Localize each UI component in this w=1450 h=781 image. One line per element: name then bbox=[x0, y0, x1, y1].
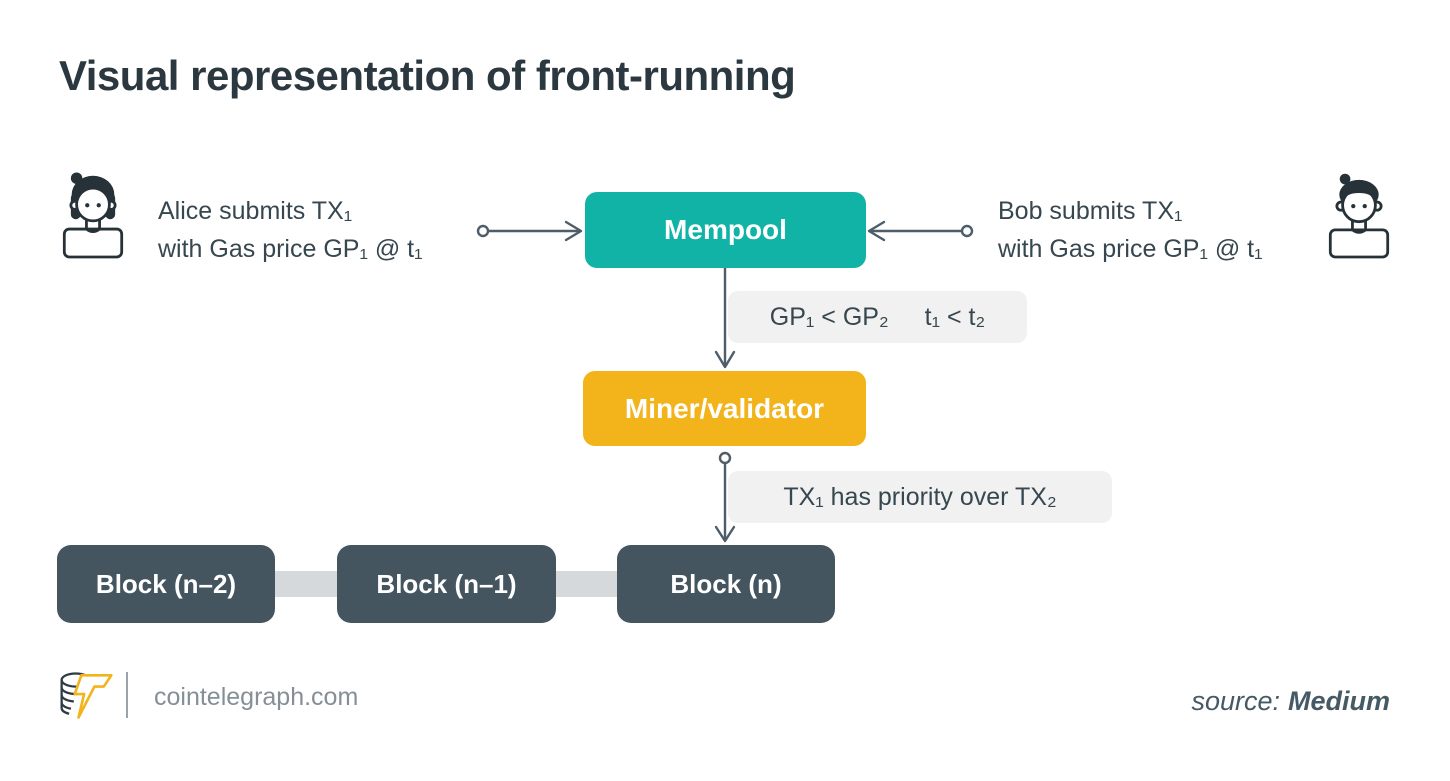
mempool-label: Mempool bbox=[664, 214, 787, 245]
block-n-minus-2: Block (n–2) bbox=[57, 545, 275, 623]
bob-caption: Bob submits TX₁ with Gas price GP₁ @ t₁ bbox=[998, 192, 1263, 268]
miner-validator-label: Miner/validator bbox=[624, 392, 825, 424]
block-n-minus-1: Block (n–1) bbox=[337, 545, 556, 623]
source-name: Medium bbox=[1287, 686, 1390, 716]
arrow-bob-to-mempool bbox=[867, 220, 974, 242]
bob-caption-line2: with Gas price GP₁ @ t₁ bbox=[998, 235, 1263, 263]
bob-caption-line1: Bob submits TX₁ bbox=[998, 197, 1183, 225]
block-n-label: Block (n) bbox=[670, 568, 782, 599]
priority-note: TX₁ has priority over TX₂ bbox=[728, 471, 1112, 523]
man-avatar-icon bbox=[1328, 173, 1390, 259]
block-n: Block (n) bbox=[617, 545, 835, 623]
block-n-minus-2-label: Block (n–2) bbox=[95, 568, 237, 599]
source-label: source: bbox=[1191, 686, 1280, 716]
block-n-minus-1-label: Block (n–1) bbox=[376, 568, 517, 599]
gas-price-note-part2: t₁ < t₂ bbox=[924, 302, 986, 331]
gas-price-note-part1: GP₁ < GP₂ bbox=[769, 302, 889, 331]
alice-caption: Alice submits TX₁ with Gas price GP₁ @ t… bbox=[158, 192, 423, 268]
gas-price-note: GP₁ < GP₂ t₁ < t₂ bbox=[728, 291, 1027, 343]
footer-site-url: cointelegraph.com bbox=[154, 683, 359, 711]
footer-source: source:Medium bbox=[1191, 686, 1390, 717]
cointelegraph-coin-bolt-logo bbox=[60, 672, 113, 719]
chain-link-1 bbox=[275, 571, 337, 597]
footer-divider bbox=[126, 672, 128, 718]
alice-caption-line1: Alice submits TX₁ bbox=[158, 197, 353, 225]
page-title: Visual representation of front-running bbox=[59, 52, 796, 99]
priority-note-text: TX₁ has priority over TX₂ bbox=[783, 482, 1057, 511]
arrow-alice-to-mempool bbox=[476, 220, 583, 242]
woman-avatar-icon bbox=[62, 172, 124, 259]
miner-validator-node: Miner/validator bbox=[583, 371, 866, 446]
chain-link-2 bbox=[556, 571, 617, 597]
mempool-node: Mempool bbox=[585, 192, 866, 268]
alice-caption-line2: with Gas price GP₁ @ t₁ bbox=[158, 235, 423, 263]
